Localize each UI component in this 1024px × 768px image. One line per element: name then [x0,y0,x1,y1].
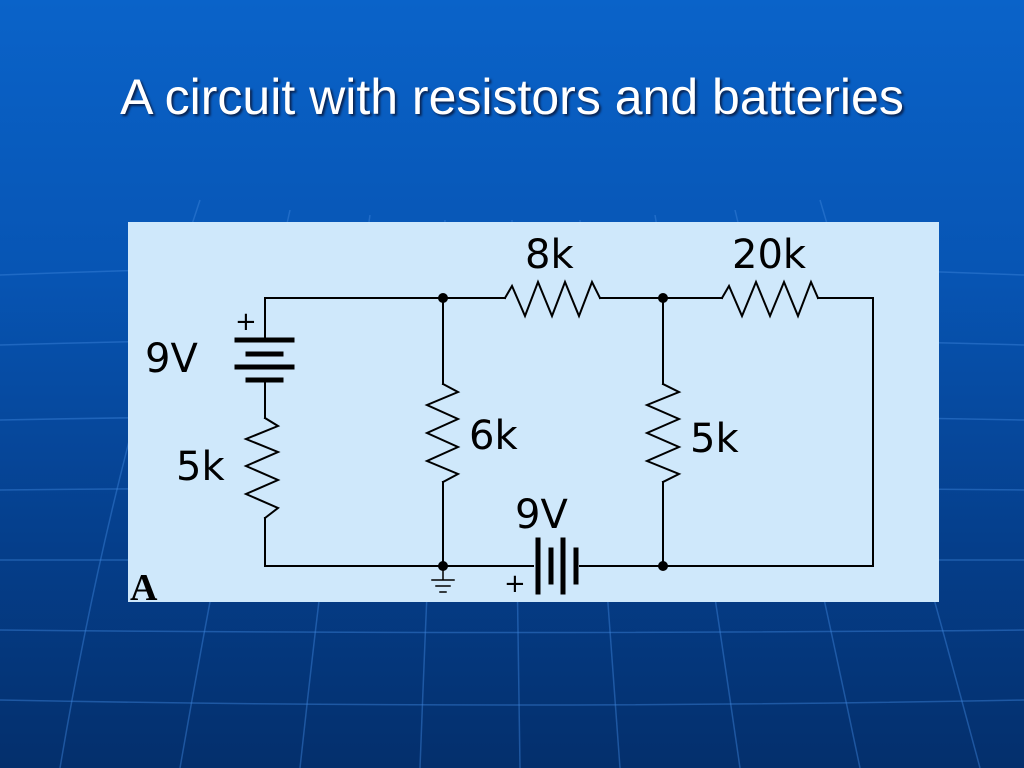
resistor-left-5k-label: 5k [176,444,225,490]
resistor-6k-label: 6k [469,413,518,459]
resistor-6k-symbol [424,382,461,484]
battery-bottom-label: 9V [515,492,568,538]
resistor-left-5k-symbol [243,416,281,520]
junction-dot [658,561,668,571]
slide-title: A circuit with resistors and batteries [120,69,904,125]
battery-left-label: 9V [145,336,198,382]
resistor-8k-symbol [503,279,602,319]
wire-left-lower [264,517,444,567]
circuit-diagram-panel: 8k 20k 9V + 5k 6k 5k 9V + A [128,222,939,602]
resistor-20k-symbol [720,279,820,319]
wire-top-right [817,297,874,567]
ground-symbol [431,565,455,593]
junction-dot [438,561,448,571]
junction-dot [438,293,448,303]
diagram-corner-label: A [130,567,158,602]
junction-dot [658,293,668,303]
battery-bottom-plus-sign: + [504,569,526,599]
resistor-right-5k-symbol [644,382,682,484]
battery-left-plus-sign: + [235,307,257,337]
resistor-20k-label: 20k [732,232,807,278]
resistor-8k-label: 8k [525,232,574,278]
circuit-diagram: 8k 20k 9V + 5k 6k 5k 9V + A [130,232,874,602]
resistor-right-5k-label: 5k [690,416,739,462]
